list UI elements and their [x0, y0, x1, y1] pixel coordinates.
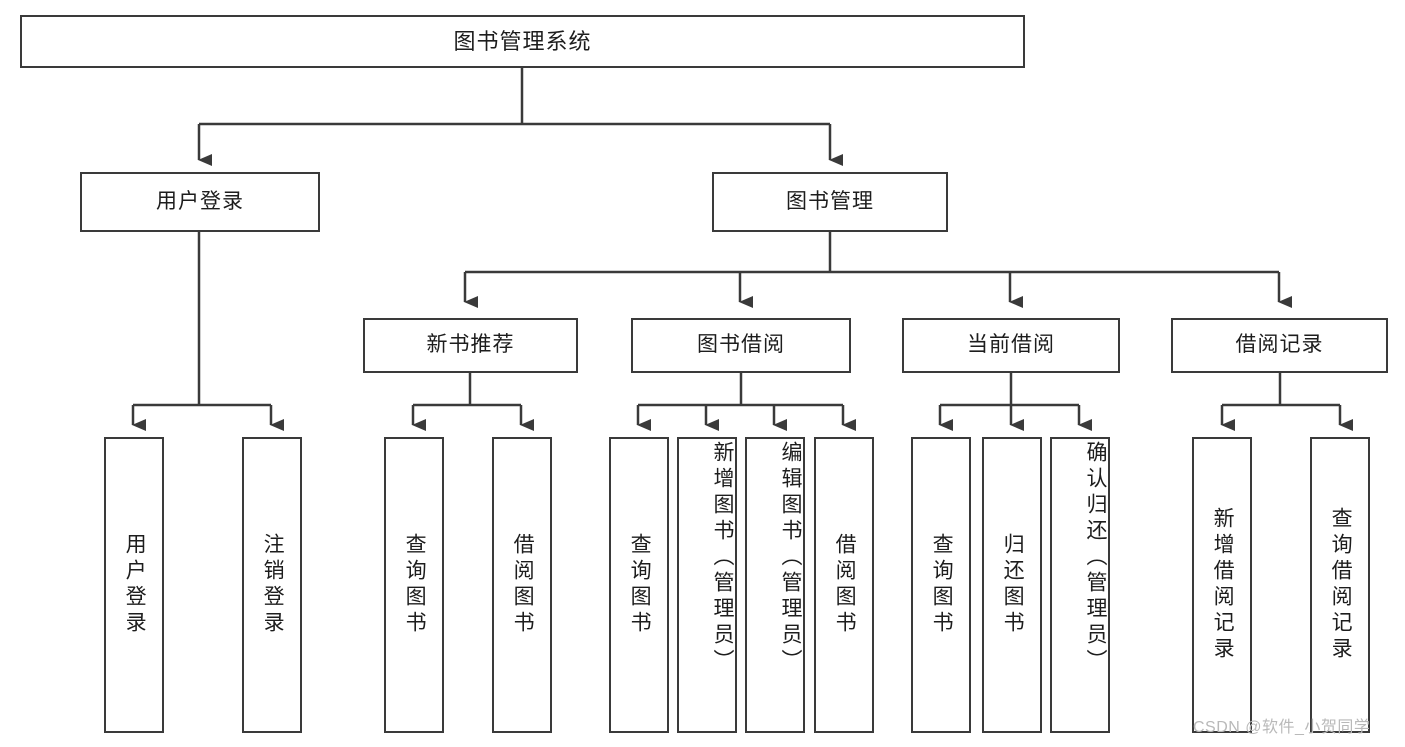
leaf-query-book-1[interactable]: 查询图书	[384, 437, 444, 733]
leaf-confirm-return[interactable]: 确认归还（管理员）	[1050, 437, 1110, 733]
node-borrow-record[interactable]: 借阅记录	[1171, 318, 1388, 373]
leaf-query-book-3[interactable]: 查询图书	[911, 437, 971, 733]
node-book-manage[interactable]: 图书管理	[712, 172, 948, 232]
node-current-borrow[interactable]: 当前借阅	[902, 318, 1120, 373]
leaf-borrow-book-2[interactable]: 借阅图书	[814, 437, 874, 733]
node-book-borrow[interactable]: 图书借阅	[631, 318, 851, 373]
leaf-borrow-book-1[interactable]: 借阅图书	[492, 437, 552, 733]
leaf-return-book[interactable]: 归还图书	[982, 437, 1042, 733]
leaf-query-book-2[interactable]: 查询图书	[609, 437, 669, 733]
leaf-user-logout[interactable]: 注销登录	[242, 437, 302, 733]
node-new-book-recommend[interactable]: 新书推荐	[363, 318, 578, 373]
watermark: CSDN @软件_小贺同学	[1193, 719, 1371, 736]
leaf-user-login[interactable]: 用户登录	[104, 437, 164, 733]
leaf-query-borrow-record[interactable]: 查询借阅记录	[1310, 437, 1370, 733]
node-user-login[interactable]: 用户登录	[80, 172, 320, 232]
leaf-add-borrow-record[interactable]: 新增借阅记录	[1192, 437, 1252, 733]
leaf-edit-book[interactable]: 编辑图书（管理员）	[745, 437, 805, 733]
leaf-add-book[interactable]: 新增图书（管理员）	[677, 437, 737, 733]
node-root[interactable]: 图书管理系统	[20, 15, 1025, 68]
